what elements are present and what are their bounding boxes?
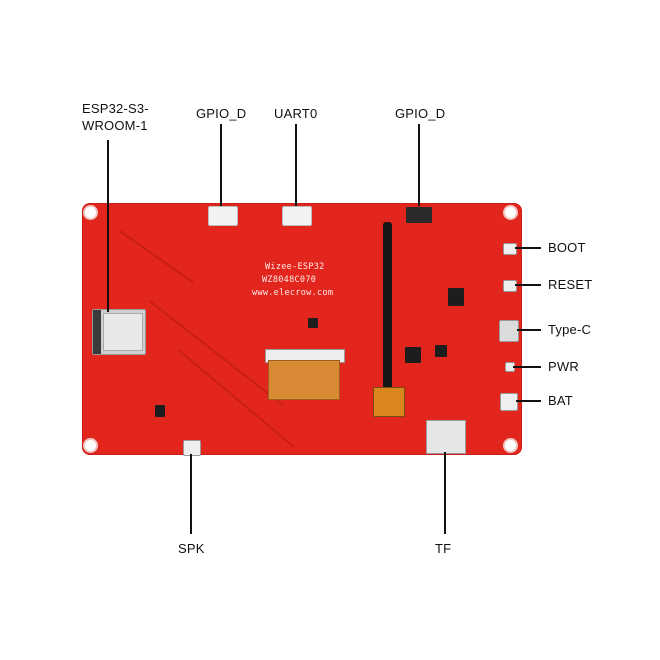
label-reset: RESET <box>548 277 593 292</box>
mounting-hole <box>505 440 516 451</box>
tf-card-slot <box>426 420 466 454</box>
ic-chip <box>435 345 447 357</box>
antenna <box>93 310 101 354</box>
leader-line-spk <box>190 454 192 534</box>
ic-chip <box>448 288 464 306</box>
leader-line-boot <box>515 247 541 249</box>
label-gpio-d-right: GPIO_D <box>395 106 446 121</box>
label-gpio-d-left: GPIO_D <box>196 106 247 121</box>
silkscreen-model: WZ8048C070 <box>262 275 317 285</box>
leader-line-uart0 <box>295 124 297 206</box>
ribbon-cable <box>383 222 392 392</box>
leader-line-esp32 <box>107 140 109 312</box>
leader-line-gpio-d-right <box>418 124 420 206</box>
leader-line-reset <box>515 284 541 286</box>
boot-button <box>503 243 517 255</box>
leader-line-type-c <box>517 329 541 331</box>
bat-connector <box>500 393 518 411</box>
gpio-d-left-connector <box>208 206 238 226</box>
ic-chip <box>155 405 165 417</box>
type-c-port <box>499 320 519 342</box>
label-tf: TF <box>435 541 452 556</box>
label-boot: BOOT <box>548 240 586 255</box>
uart0-connector <box>282 206 312 226</box>
label-uart0: UART0 <box>274 106 318 121</box>
mounting-hole <box>85 440 96 451</box>
leader-line-pwr <box>513 366 541 368</box>
module-shield <box>103 313 143 351</box>
mounting-hole <box>85 207 96 218</box>
label-type-c: Type-C <box>548 322 592 337</box>
leader-line-gpio-d-left <box>220 124 222 206</box>
leader-line-bat <box>516 400 541 402</box>
label-spk: SPK <box>178 541 205 556</box>
cable-connector <box>373 387 405 417</box>
silkscreen-product: Wizee-ESP32 <box>265 262 325 272</box>
mounting-hole <box>505 207 516 218</box>
label-bat: BAT <box>548 393 573 408</box>
leader-line-tf <box>444 452 446 534</box>
gpio-d-right-header <box>406 207 432 223</box>
label-esp32-module: ESP32-S3- WROOM-1 <box>82 101 149 133</box>
esp32-module <box>92 309 146 355</box>
fpc-ribbon <box>268 360 340 400</box>
pcb-board <box>82 203 522 455</box>
spk-connector <box>183 440 201 456</box>
ic-chip <box>405 347 421 363</box>
reset-button <box>503 280 517 292</box>
label-pwr: PWR <box>548 359 579 374</box>
ic-chip <box>308 318 318 328</box>
silkscreen-url: www.elecrow.com <box>252 288 334 298</box>
